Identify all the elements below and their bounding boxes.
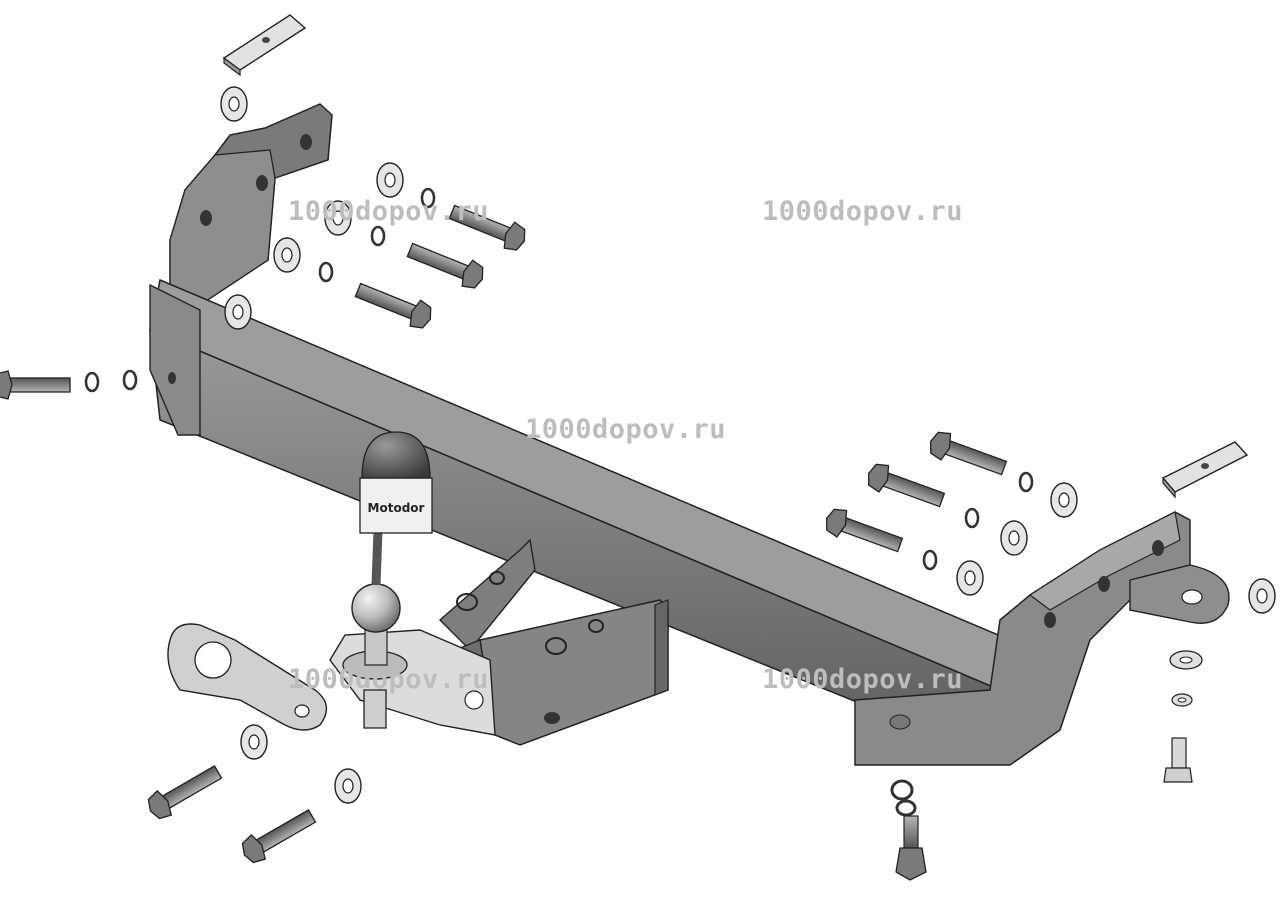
cover-label: Motodor <box>368 501 425 515</box>
socket-bracket <box>167 623 328 731</box>
bolt <box>236 803 320 868</box>
washer <box>273 237 301 273</box>
plate-top-left <box>222 14 307 77</box>
watermark: 1000dopov.ru <box>762 196 964 227</box>
fasteners-bottom-center <box>890 779 927 881</box>
bolt <box>142 759 226 824</box>
washer <box>220 86 248 122</box>
bracket-left <box>169 103 333 306</box>
lock-washer <box>122 369 138 391</box>
bolt <box>925 427 1010 482</box>
bolt <box>404 236 489 293</box>
tow-eye-right <box>1129 564 1230 624</box>
main-beam <box>149 278 1011 762</box>
washer <box>1248 578 1276 614</box>
fasteners-right-lower <box>1163 650 1203 783</box>
washer <box>1000 520 1028 556</box>
washer <box>376 162 404 198</box>
watermark: 1000dopov.ru <box>525 414 727 445</box>
lock-washer <box>84 371 100 393</box>
plate-top-right <box>1161 441 1249 499</box>
watermark: 1000dopov.ru <box>288 196 490 227</box>
lock-washer <box>964 507 980 529</box>
bracket-right <box>854 511 1191 766</box>
watermark: 1000dopov.ru <box>288 664 490 695</box>
washer <box>240 724 268 760</box>
lock-washer <box>922 549 938 571</box>
bolt <box>863 459 948 514</box>
bolt <box>352 276 437 333</box>
washer <box>334 768 362 804</box>
bolt <box>0 370 71 400</box>
fasteners-bottom-left <box>142 724 362 868</box>
washer <box>956 560 984 596</box>
lock-washer <box>1018 471 1034 493</box>
watermark: 1000dopov.ru <box>762 664 964 695</box>
ball-cover: Motodor <box>359 431 433 586</box>
fasteners-left-side <box>0 369 138 400</box>
bolt <box>821 504 906 559</box>
lock-washer <box>318 261 334 283</box>
washer <box>224 294 252 330</box>
lock-washer <box>370 225 386 247</box>
washer <box>1050 482 1078 518</box>
fasteners-right-upper <box>821 427 1078 596</box>
